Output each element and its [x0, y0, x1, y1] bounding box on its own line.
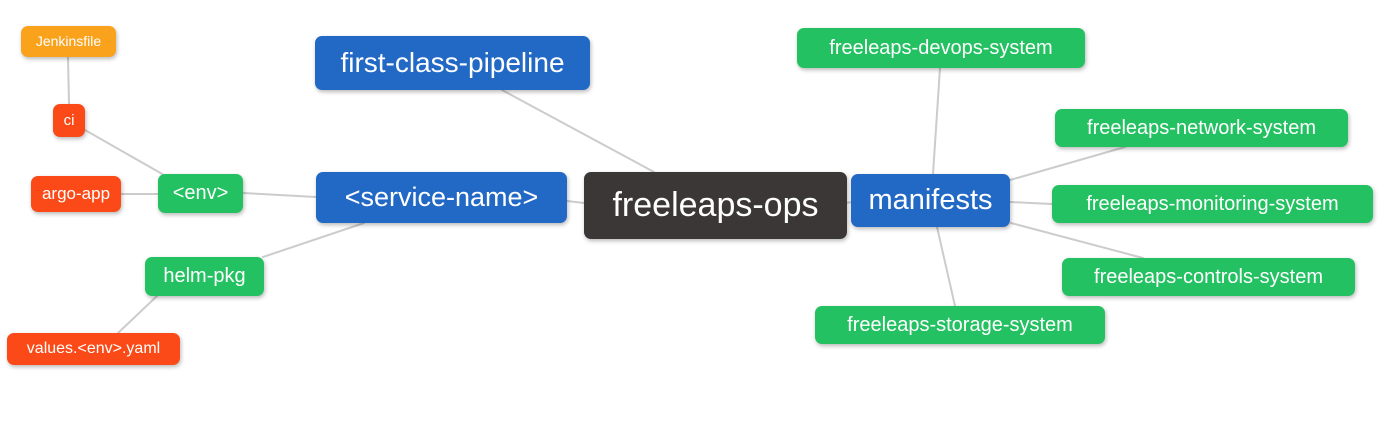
node-freeleaps-monitoring-system[interactable]: freeleaps-monitoring-system: [1052, 185, 1373, 223]
node-label-manifests: manifests: [868, 183, 993, 216]
node-jenkinsfile[interactable]: Jenkinsfile: [21, 26, 116, 57]
node-env[interactable]: <env>: [158, 174, 243, 213]
edge-env-service-name: [242, 192, 317, 198]
edge-manifests-freeleaps-devops-system: [932, 67, 941, 175]
node-freeleaps-network-system[interactable]: freeleaps-network-system: [1055, 109, 1348, 147]
edge-ci-env: [84, 129, 165, 176]
node-label-freeleaps-devops-system: freeleaps-devops-system: [829, 36, 1053, 59]
node-label-service-name: <service-name>: [344, 181, 539, 212]
node-argo-app[interactable]: argo-app: [31, 176, 121, 212]
node-label-freeleaps-ops: freeleaps-ops: [612, 186, 819, 224]
node-label-freeleaps-storage-system: freeleaps-storage-system: [847, 313, 1073, 336]
node-label-freeleaps-monitoring-system: freeleaps-monitoring-system: [1086, 192, 1339, 215]
node-freeleaps-controls-system[interactable]: freeleaps-controls-system: [1062, 258, 1355, 296]
node-service-name[interactable]: <service-name>: [316, 172, 567, 223]
node-label-values-env-yaml: values.<env>.yaml: [26, 339, 161, 357]
node-freeleaps-storage-system[interactable]: freeleaps-storage-system: [815, 306, 1105, 344]
node-label-helm-pkg: helm-pkg: [163, 265, 246, 287]
node-manifests[interactable]: manifests: [851, 174, 1010, 227]
edge-first-class-pipeline-freeleaps-ops: [501, 89, 655, 173]
node-freeleaps-ops[interactable]: freeleaps-ops: [584, 172, 847, 239]
edge-helm-pkg-service-name: [262, 222, 365, 258]
node-label-argo-app: argo-app: [41, 184, 111, 203]
node-label-freeleaps-controls-system: freeleaps-controls-system: [1094, 265, 1323, 288]
node-values-env-yaml[interactable]: values.<env>.yaml: [7, 333, 180, 365]
node-helm-pkg[interactable]: helm-pkg: [145, 257, 264, 296]
node-label-env: <env>: [172, 182, 229, 204]
node-label-first-class-pipeline: first-class-pipeline: [340, 46, 565, 78]
edge-manifests-freeleaps-controls-system: [1010, 222, 1144, 259]
node-ci[interactable]: ci: [53, 104, 85, 137]
edge-helm-pkg-values-env-yaml: [117, 295, 158, 334]
edge-manifests-freeleaps-network-system: [1009, 146, 1126, 181]
edge-manifests-freeleaps-monitoring-system: [1009, 201, 1053, 205]
node-freeleaps-devops-system[interactable]: freeleaps-devops-system: [797, 28, 1085, 68]
edge-jenkinsfile-ci: [67, 56, 70, 105]
node-label-freeleaps-network-system: freeleaps-network-system: [1087, 116, 1316, 139]
edge-manifests-freeleaps-storage-system: [936, 226, 956, 307]
node-label-ci: ci: [63, 111, 75, 129]
node-label-jenkinsfile: Jenkinsfile: [35, 33, 102, 49]
node-first-class-pipeline[interactable]: first-class-pipeline: [315, 36, 590, 90]
edge-service-name-freeleaps-ops: [566, 200, 585, 204]
